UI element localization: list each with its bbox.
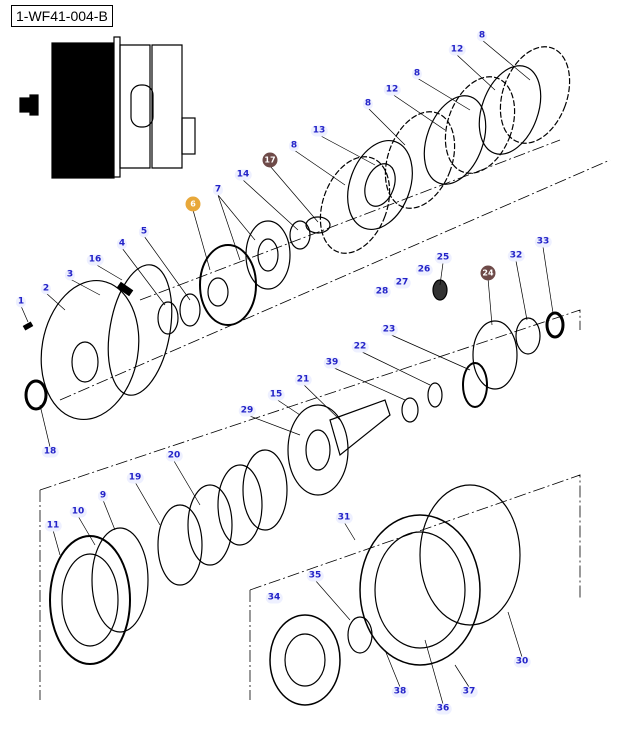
callout-21[interactable]: 21 [294, 374, 312, 386]
callout-1[interactable]: 1 [15, 296, 27, 308]
assembly-thumbnail [19, 36, 196, 179]
leader-lines [20, 39, 554, 705]
callout-26[interactable]: 26 [415, 264, 433, 276]
callout-5[interactable]: 5 [138, 226, 150, 238]
callout-19[interactable]: 19 [126, 472, 144, 484]
callout-11[interactable]: 11 [44, 520, 62, 532]
callout-7[interactable]: 7 [212, 184, 224, 196]
callout-3[interactable]: 3 [64, 269, 76, 281]
callout-10[interactable]: 10 [69, 506, 87, 518]
callout-34[interactable]: 34 [265, 592, 283, 604]
callout-12[interactable]: 12 [448, 44, 466, 56]
callout-25[interactable]: 25 [434, 252, 452, 264]
clutch-plates [22, 46, 571, 421]
callout-8[interactable]: 8 [411, 68, 423, 80]
callout-14[interactable]: 14 [234, 169, 252, 181]
callout-17-highlighted[interactable]: 17 [262, 152, 278, 168]
callout-8[interactable]: 8 [288, 140, 300, 152]
callout-8[interactable]: 8 [476, 30, 488, 42]
callout-37[interactable]: 37 [460, 686, 478, 698]
callout-29[interactable]: 29 [238, 405, 256, 417]
callout-31[interactable]: 31 [335, 512, 353, 524]
callout-27[interactable]: 27 [393, 277, 411, 289]
callout-28[interactable]: 28 [373, 286, 391, 298]
callout-6-highlighted[interactable]: 6 [185, 196, 201, 212]
callout-16[interactable]: 16 [86, 254, 104, 266]
housing [269, 484, 521, 706]
callout-9[interactable]: 9 [97, 490, 109, 502]
callout-4[interactable]: 4 [116, 238, 128, 250]
callout-39[interactable]: 39 [323, 357, 341, 369]
callout-23[interactable]: 23 [380, 324, 398, 336]
spring-stack [49, 449, 288, 665]
planetary-group [287, 279, 565, 496]
callout-24-highlighted[interactable]: 24 [480, 265, 496, 281]
diagram-id: 1-WF41-004-B [11, 5, 113, 27]
callout-13[interactable]: 13 [310, 125, 328, 137]
callout-8[interactable]: 8 [362, 98, 374, 110]
callout-2[interactable]: 2 [40, 283, 52, 295]
callout-18[interactable]: 18 [41, 446, 59, 458]
callout-12[interactable]: 12 [383, 84, 401, 96]
callout-22[interactable]: 22 [351, 341, 369, 353]
callout-35[interactable]: 35 [306, 570, 324, 582]
callout-15[interactable]: 15 [267, 389, 285, 401]
center-lines [39, 139, 611, 700]
callout-20[interactable]: 20 [165, 450, 183, 462]
callout-38[interactable]: 38 [391, 686, 409, 698]
callout-33[interactable]: 33 [534, 236, 552, 248]
callout-36[interactable]: 36 [434, 703, 452, 715]
callout-32[interactable]: 32 [507, 250, 525, 262]
callout-30[interactable]: 30 [513, 656, 531, 668]
